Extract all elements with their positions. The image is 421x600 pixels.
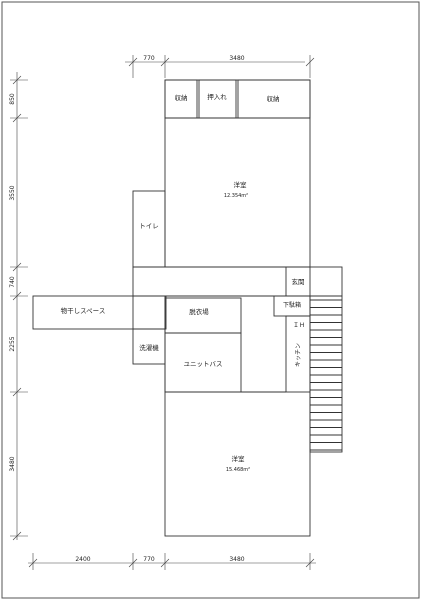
dim-left-5: 3480 bbox=[9, 456, 16, 471]
dim-top-right: 3480 bbox=[229, 55, 244, 62]
dim-bottom-left: 2400 bbox=[75, 556, 90, 563]
unit-bath-label: ユニットバス bbox=[184, 360, 223, 368]
south-block-outline bbox=[164, 295, 311, 537]
dim-top-left: 770 bbox=[143, 55, 155, 62]
western-room-south-label: 洋室 bbox=[232, 454, 246, 463]
closet-left-label: 収納 bbox=[175, 93, 188, 102]
dim-left-1: 850 bbox=[9, 93, 16, 105]
north-block-outline bbox=[164, 79, 311, 268]
western-room-south-area: 15.468m² bbox=[226, 467, 250, 473]
dim-left-3: 740 bbox=[9, 276, 16, 288]
dim-left-4: 2255 bbox=[9, 336, 16, 351]
western-room-north-label: 洋室 bbox=[234, 180, 248, 189]
oshiire-label: 押入れ bbox=[207, 92, 227, 101]
western-room-north-area: 12.354m² bbox=[224, 193, 248, 199]
washing-machine-label: 洗濯機 bbox=[139, 343, 159, 352]
drying-space-label: 物干しスペース bbox=[61, 306, 106, 315]
dim-bottom-mid: 770 bbox=[143, 556, 155, 563]
corridor-outline bbox=[132, 266, 343, 297]
drying-space-outline bbox=[32, 295, 167, 330]
bottom-dimension: 2400 770 3480 bbox=[28, 553, 316, 570]
staircase bbox=[309, 295, 343, 453]
dressing-room-label: 脱衣場 bbox=[189, 307, 209, 316]
closet-right-label: 収納 bbox=[267, 94, 280, 103]
shoe-box-label: 下駄箱 bbox=[283, 301, 301, 309]
ih-label: ＩＨ bbox=[293, 322, 305, 329]
top-dimension: 770 3480 bbox=[125, 55, 315, 78]
entrance-label: 玄関 bbox=[292, 277, 305, 286]
left-dimension: 850 3550 740 2255 3480 bbox=[9, 72, 28, 541]
toilet-label: トイレ bbox=[139, 222, 159, 230]
dim-bottom-right: 3480 bbox=[229, 556, 244, 563]
dim-left-2: 3550 bbox=[9, 185, 16, 200]
kitchen-label: キッチン bbox=[295, 343, 302, 367]
